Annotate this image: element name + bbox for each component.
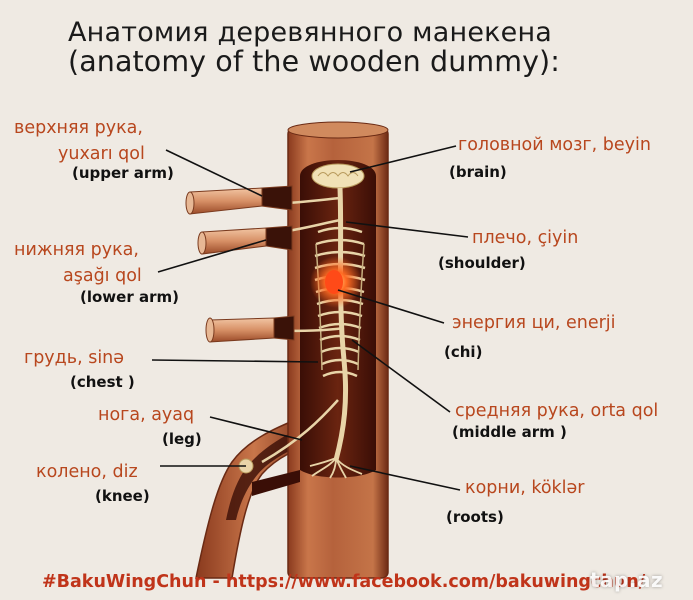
- label-shoulder-local: плечо, çiyin: [472, 228, 579, 248]
- label-middle-arm-local: средняя рука, orta qol: [455, 401, 659, 421]
- label-chi-english: (chi): [444, 343, 483, 361]
- label-roots-local: корни, köklər: [465, 478, 585, 498]
- footer-url-link[interactable]: https://www.facebook.com/bakuwingchun/: [225, 572, 646, 592]
- label-lower-arm-russian: нижняя рука,: [14, 240, 139, 260]
- footer-hashtag[interactable]: #BakuWingChun: [42, 572, 207, 592]
- label-lower-arm-azerbaijani: aşağı qol: [63, 266, 142, 286]
- footer-credit: #BakuWingChun - https://www.facebook.com…: [42, 572, 645, 592]
- title-english: (anatomy of the wooden dummy):: [68, 45, 560, 79]
- watermark-tap-az: tap.az: [590, 568, 664, 592]
- label-upper-arm-english: (upper arm): [72, 164, 174, 182]
- label-upper-arm-azerbaijani: yuxarı qol: [58, 144, 145, 164]
- label-roots-english: (roots): [446, 508, 504, 526]
- label-leg-english: (leg): [162, 430, 202, 448]
- label-shoulder-english: (shoulder): [438, 254, 526, 272]
- label-lower-arm-english: (lower arm): [80, 288, 179, 306]
- label-chest-english: (chest ): [70, 373, 135, 391]
- label-brain-local: головной мозг, beyin: [458, 135, 651, 155]
- title-russian: Анатомия деревянного манекена: [68, 17, 553, 48]
- label-chi-local: энергия ци, enerji: [452, 313, 616, 333]
- label-brain-english: (brain): [449, 163, 507, 181]
- label-upper-arm-russian: верхняя рука,: [14, 118, 143, 138]
- footer-separator: -: [206, 572, 226, 592]
- label-knee-local: колено, diz: [36, 462, 138, 482]
- label-leg-local: нога, ayaq: [98, 405, 195, 425]
- diagram-title: Анатомия деревянного манекена (anatomy o…: [68, 18, 560, 78]
- label-middle-arm-english: (middle arm ): [452, 423, 567, 441]
- label-chest-local: грудь, sinə: [24, 348, 125, 368]
- label-knee-english: (knee): [95, 487, 150, 505]
